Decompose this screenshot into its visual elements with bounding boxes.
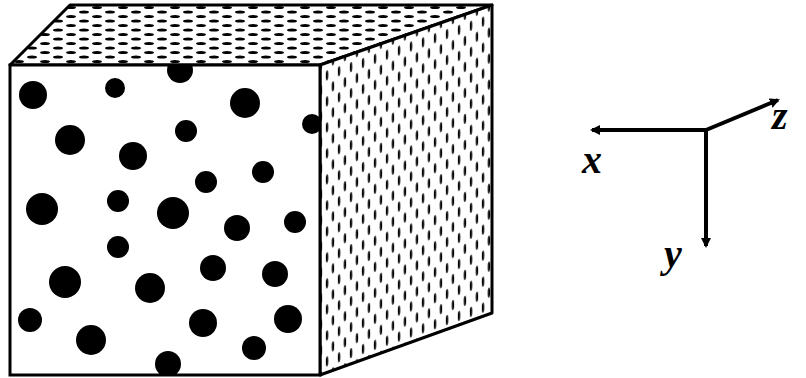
side-face-outline bbox=[320, 5, 492, 375]
fiber-cross-sections bbox=[18, 65, 320, 375]
coordinate-axes bbox=[592, 100, 778, 246]
z-axis-arrow bbox=[706, 100, 778, 130]
x-axis-arrow bbox=[592, 128, 706, 132]
y-axis-arrow bbox=[704, 128, 708, 246]
axis-label: y bbox=[664, 234, 682, 274]
axis-label: z bbox=[772, 96, 788, 136]
front-face bbox=[10, 65, 320, 375]
side-face-fibers bbox=[320, 5, 492, 375]
axis-label: x bbox=[582, 140, 602, 180]
side-face bbox=[320, 5, 492, 375]
front-face-outline bbox=[10, 65, 320, 375]
